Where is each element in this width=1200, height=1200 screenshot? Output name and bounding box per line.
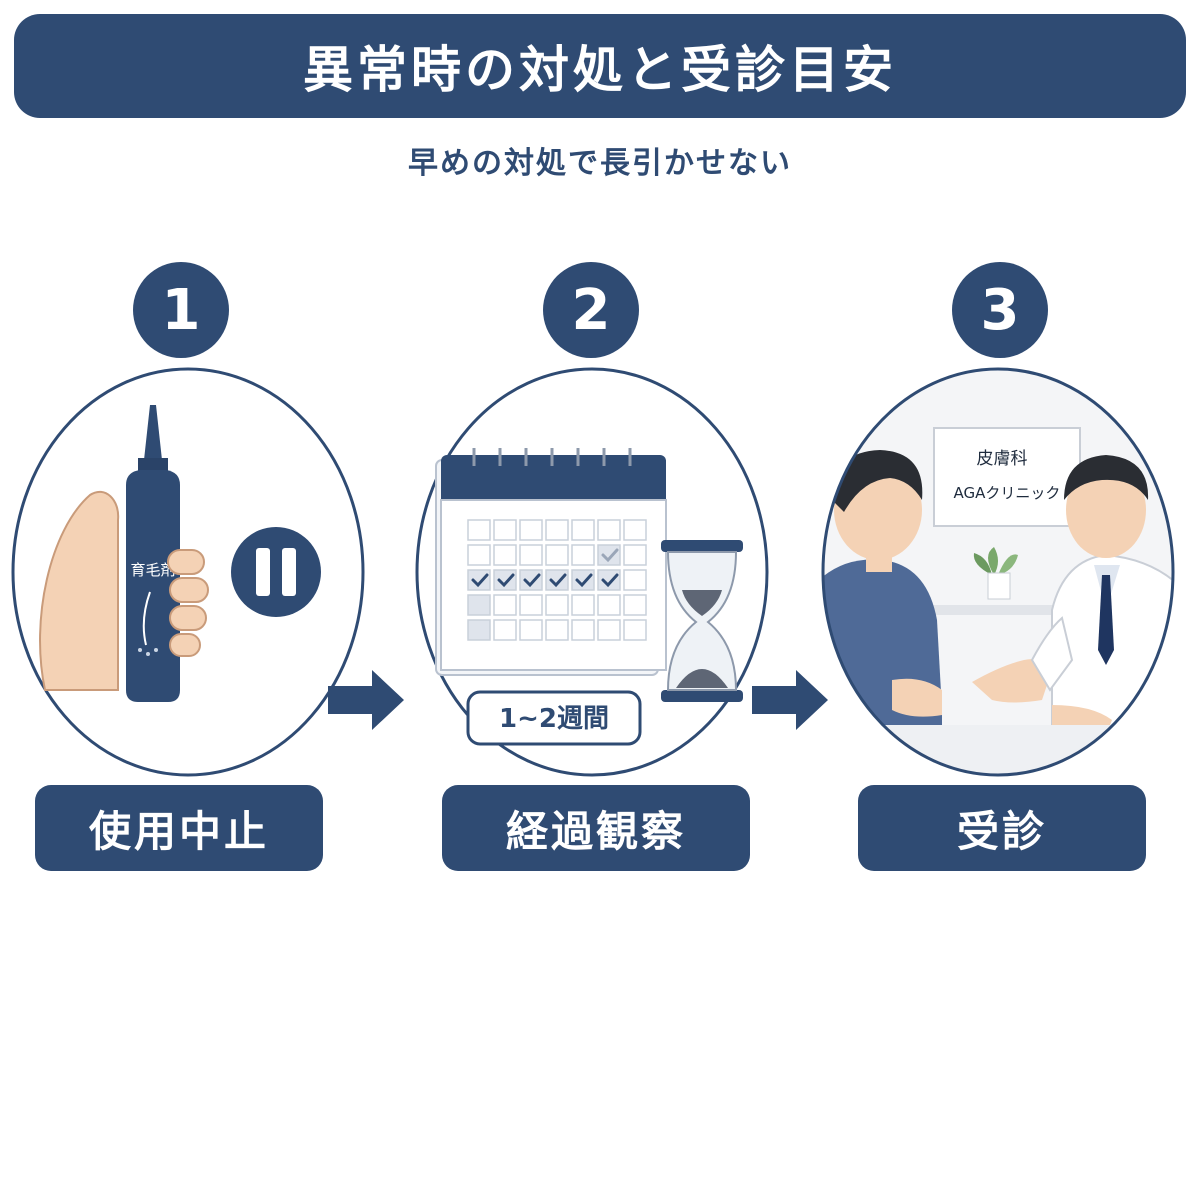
scene-3-circle [821,367,1175,777]
title-banner: 異常時の対処と受診目安 [14,14,1186,118]
page-subtitle: 早めの対処で長引かせない [408,146,792,181]
page-title: 異常時の対処と受診目安 [303,41,897,99]
step-1-scene: 育毛剤 [0,360,390,780]
step-2-number: 2 [543,262,639,358]
step-1-label: 使用中止 [35,785,323,871]
checkmark-icons [471,548,619,588]
hand-icon [39,490,120,691]
step-3-label: 受診 [858,785,1146,871]
step-2-illustration: 1~2週間 [415,367,769,777]
arrow-right-icon [752,670,828,730]
fingers-icon [167,549,209,657]
hourglass-icon [661,540,743,702]
plant-icon [973,547,1018,600]
period-badge-text: 1~2週間 [499,704,609,734]
hair-follicle-icon [142,591,151,646]
step-1-illustration: 育毛剤 [11,367,365,777]
step-3-illustration: 皮膚科 AGAクリニック [821,367,1175,777]
period-badge: 1~2週間 [466,690,642,746]
clinic-sign: 皮膚科 AGAクリニック [933,427,1081,527]
pause-icon [231,527,321,617]
step-3-scene: 皮膚科 AGAクリニック [802,360,1200,780]
clinic-sign-line2: AGAクリニック [954,484,1061,502]
step-2-scene: 1~2週間 [396,360,796,780]
step-2-label: 経過観察 [442,785,750,871]
step-1-number: 1 [133,262,229,358]
step-3-number: 3 [952,262,1048,358]
bottle-label: 育毛剤 [130,561,175,579]
arrow-right-icon [328,670,404,730]
bottle-icon: 育毛剤 [126,405,180,702]
clinic-sign-line1: 皮膚科 [977,449,1028,469]
calendar-icon [435,448,667,676]
